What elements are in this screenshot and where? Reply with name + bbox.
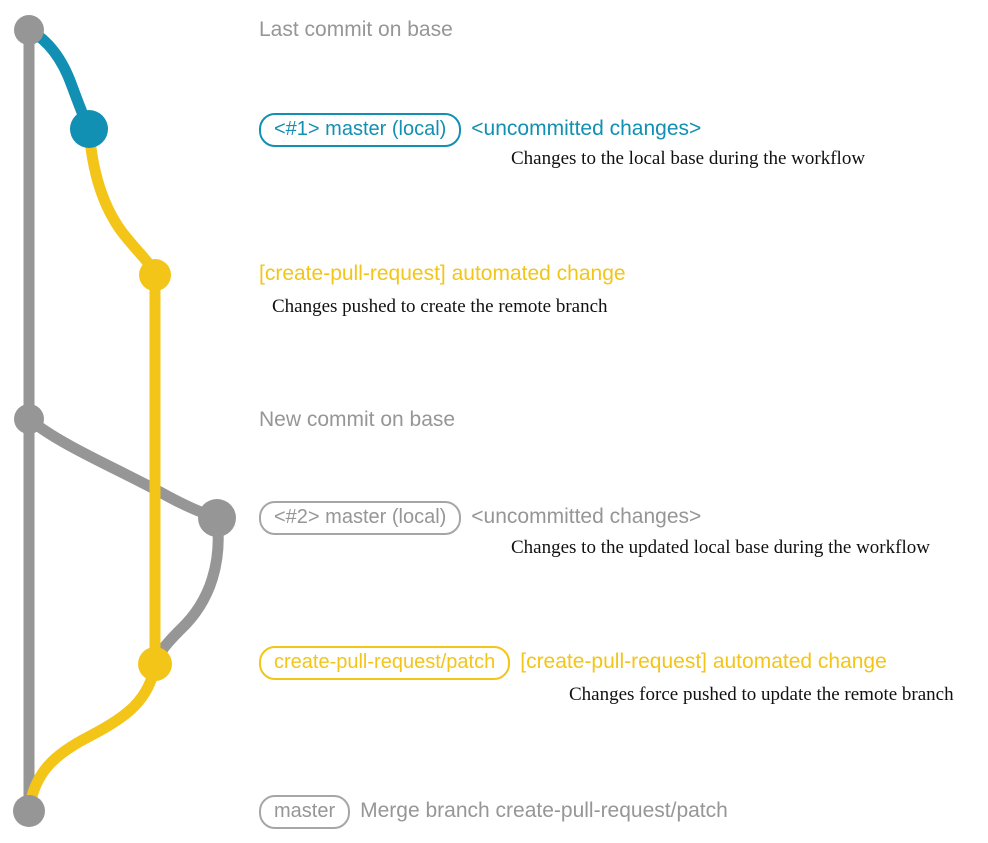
commit-node-patch-2[interactable] <box>138 647 172 681</box>
row-local-2: <#2> master (local) <uncommitted changes… <box>259 501 701 535</box>
row-last-commit-on-base-subject: Last commit on base <box>259 18 453 41</box>
row-merge-commit: master Merge branch create-pull-request/… <box>259 795 728 829</box>
row-local-1-subject: <uncommitted changes> <box>471 117 702 140</box>
row-automated-change-2-subject: [create-pull-request] automated change <box>520 650 887 673</box>
row-automated-change-1-subject: [create-pull-request] automated change <box>259 262 626 285</box>
row-automated-change-2: create-pull-request/patch [create-pull-r… <box>259 646 887 680</box>
commit-node-base-new[interactable] <box>14 404 44 434</box>
commit-node-base-merge[interactable] <box>13 795 45 827</box>
row-merge-commit-subject: Merge branch create-pull-request/patch <box>360 799 728 822</box>
commit-node-base-last[interactable] <box>14 15 44 45</box>
patch2-to-merge-branch <box>23 658 161 817</box>
row-local-1-description: Changes to the local base during the wor… <box>511 148 866 169</box>
commit-node-local-1[interactable] <box>70 110 108 148</box>
badge-create-pull-request-patch[interactable]: create-pull-request/patch <box>259 646 511 680</box>
base-to-local2-branch <box>23 413 223 524</box>
row-local-1: <#1> master (local) <uncommitted changes… <box>259 113 701 147</box>
row-automated-change-2-description: Changes force pushed to update the remot… <box>569 684 954 705</box>
commit-node-patch-1[interactable] <box>139 259 171 291</box>
row-local-2-subject: <uncommitted changes> <box>471 505 702 528</box>
local1-to-patch1-branch <box>83 123 161 281</box>
badge-local-2[interactable]: <#2> master (local) <box>259 501 462 535</box>
badge-master[interactable]: master <box>259 795 351 829</box>
local2-to-patch2-branch <box>149 512 224 670</box>
row-local-2-description: Changes to the updated local base during… <box>511 537 930 558</box>
badge-local-1[interactable]: <#1> master (local) <box>259 113 462 147</box>
commit-node-local-2[interactable] <box>198 499 236 537</box>
row-new-commit-on-base-subject: New commit on base <box>259 408 456 431</box>
row-automated-change-1-description: Changes pushed to create the remote bran… <box>272 296 608 317</box>
